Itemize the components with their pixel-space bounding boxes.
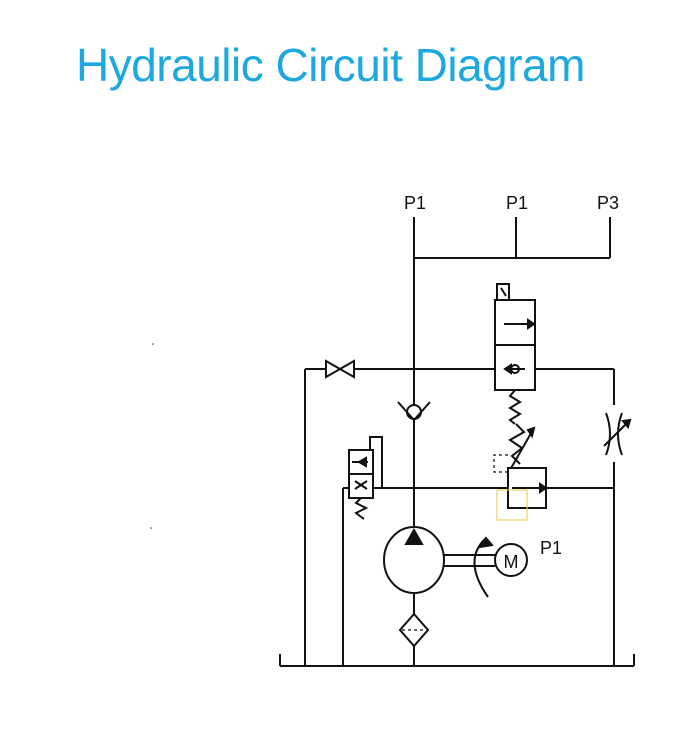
- check-valve-icon: [397, 401, 431, 422]
- port-label-p1-mid: P1: [506, 193, 528, 213]
- motor-label: P1: [540, 538, 562, 558]
- filter-icon: [398, 612, 430, 648]
- speck: [152, 343, 154, 345]
- return-lines: [304, 368, 615, 666]
- motor-symbol: M: [504, 552, 519, 572]
- motor-icon: M: [494, 543, 528, 577]
- page-title: Hydraulic Circuit Diagram: [76, 39, 585, 91]
- port-label-p1-left: P1: [404, 193, 426, 213]
- flow-control-icon: [603, 412, 632, 456]
- solenoid-valve-icon: [494, 283, 536, 425]
- tank-icon: [279, 654, 635, 667]
- pump-icon: [383, 526, 495, 598]
- port-lines: [413, 217, 611, 259]
- speck: [150, 527, 152, 529]
- relief-valve-icon: [493, 423, 548, 521]
- port-label-p3: P3: [597, 193, 619, 213]
- gate-valve-icon: [325, 359, 355, 379]
- pilot-valve-icon: [348, 436, 383, 520]
